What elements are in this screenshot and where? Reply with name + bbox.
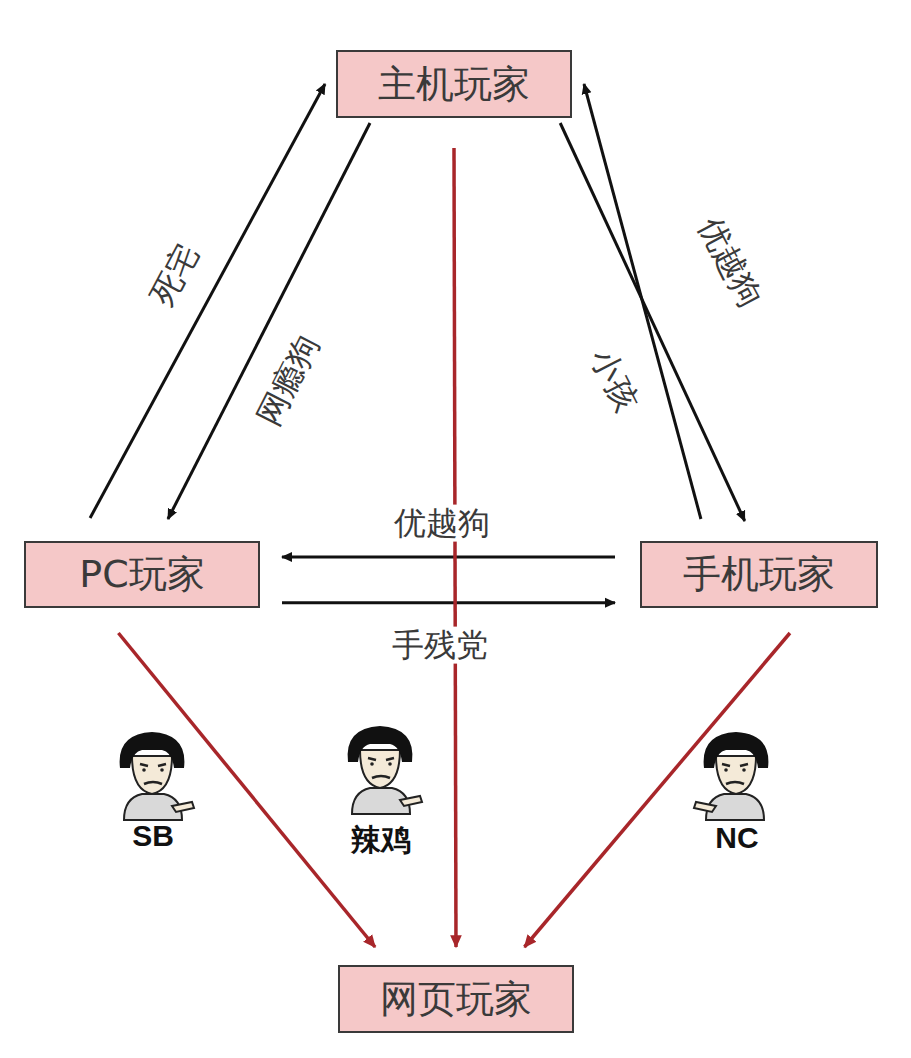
arrow-connector — [118, 633, 375, 947]
edge-label: 优越狗 — [390, 505, 494, 542]
meme-face — [120, 732, 194, 820]
edge-label: 死宅 — [142, 235, 208, 316]
box-label: 手机玩家 — [673, 549, 845, 600]
player-box: 手机玩家 — [640, 541, 878, 608]
box-label: PC玩家 — [69, 549, 214, 600]
arrow-connector — [560, 123, 745, 521]
arrow-connector — [282, 601, 615, 604]
edge-label: 优越狗 — [689, 207, 770, 316]
face-caption: 辣鸡 — [347, 823, 415, 858]
player-box: PC玩家 — [24, 541, 260, 608]
player-box: 网页玩家 — [338, 965, 574, 1033]
edge-label: 手残党 — [388, 627, 492, 664]
arrow-connector — [454, 148, 456, 947]
face-caption: SB — [128, 819, 178, 854]
arrow-connector — [282, 556, 615, 559]
player-box: 主机玩家 — [336, 50, 572, 118]
box-label: 主机玩家 — [368, 59, 540, 110]
meme-face — [694, 732, 768, 820]
arrow-connector — [524, 633, 790, 947]
box-label: 网页玩家 — [370, 974, 542, 1025]
meme-face — [348, 726, 422, 814]
edge-label: 网瘾狗 — [248, 325, 328, 434]
arrow-connector — [168, 123, 370, 519]
face-caption: NC — [711, 821, 762, 856]
edge-label: 小孩 — [581, 340, 646, 421]
arrow-connector — [90, 84, 325, 518]
